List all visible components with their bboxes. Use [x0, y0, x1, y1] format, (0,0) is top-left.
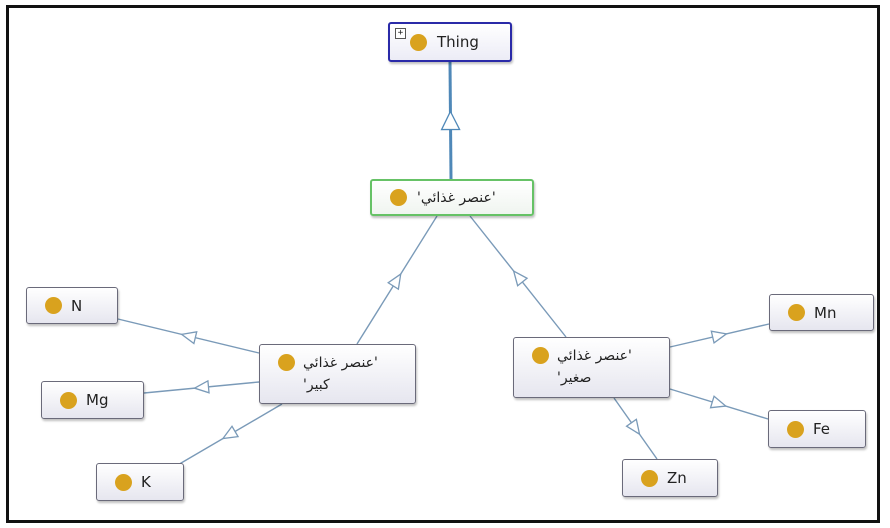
node-label-line-1: 'عنصر غذائي	[557, 348, 632, 364]
class-circle-icon	[60, 391, 77, 409]
class-circle-icon	[641, 469, 658, 487]
arrowhead-micro-to-nutrient	[512, 269, 529, 287]
arrowhead-zn-to-micro	[625, 418, 641, 436]
arrowhead-mn-to-micro	[710, 330, 728, 345]
class-circle-icon	[390, 189, 407, 206]
node-label: Mn	[814, 303, 837, 322]
class-circle-icon	[787, 420, 804, 438]
node-fe[interactable]: Fe	[768, 410, 866, 448]
node-k[interactable]: K	[96, 463, 184, 501]
node-label: Thing	[437, 33, 479, 51]
node-label-line-1: 'عنصر غذائي	[303, 355, 378, 371]
arrowhead-k-to-macro	[221, 425, 240, 440]
node-label-line-2: كبير'	[303, 377, 330, 393]
node-nutrient-element[interactable]: 'عنصر غذائي'	[370, 179, 534, 216]
node-label-line-2: صغير'	[557, 370, 592, 386]
arrowhead-n-to-macro	[180, 331, 198, 345]
node-label: Zn	[667, 469, 687, 487]
node-micro-nutrient[interactable]: 'عنصر غذائي صغير'	[513, 337, 670, 398]
class-circle-icon	[45, 297, 62, 314]
node-mg[interactable]: Mg	[41, 381, 144, 419]
class-circle-icon	[410, 33, 427, 51]
class-circle-icon	[115, 473, 132, 491]
node-n[interactable]: N	[26, 287, 118, 324]
class-circle-icon	[278, 354, 295, 371]
node-label: Fe	[813, 420, 831, 438]
node-thing[interactable]: + Thing	[388, 22, 512, 62]
node-mn[interactable]: Mn	[769, 294, 874, 331]
diagram-canvas	[6, 5, 880, 523]
node-macro-nutrient[interactable]: 'عنصر غذائي كبير'	[259, 344, 416, 404]
node-zn[interactable]: Zn	[622, 459, 718, 497]
expand-plus-icon[interactable]: +	[395, 28, 406, 39]
node-label: K	[141, 473, 151, 491]
node-label: Mg	[86, 391, 109, 409]
class-circle-icon	[788, 304, 805, 321]
arrowhead-macro-to-nutrient	[387, 272, 402, 291]
class-circle-icon	[532, 347, 549, 364]
node-label: N	[71, 296, 83, 315]
node-label: 'عنصر غذائي'	[417, 189, 496, 206]
arrowhead-nutrient-to-thing	[440, 110, 461, 131]
arrowhead-mg-to-macro	[192, 379, 210, 394]
arrowhead-fe-to-micro	[709, 395, 728, 409]
